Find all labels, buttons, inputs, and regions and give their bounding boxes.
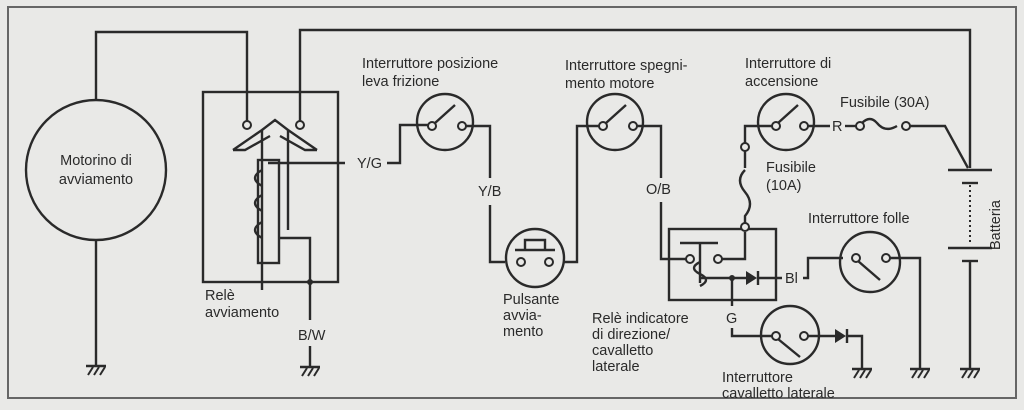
wire-label-bl: Bl [785,271,798,287]
wire-label-yb: Y/B [478,184,501,200]
neutral-switch: Interruttore folle [808,211,910,294]
starter-button-label: avvia- [503,308,542,324]
ground-icon [850,367,874,380]
wire [298,28,972,168]
starter-motor: Motorino di avviamento [24,98,168,242]
clutch-switch-label: leva frizione [362,74,439,90]
wire-label-g: G [726,311,737,327]
starter-button-label: mento [503,324,543,340]
clutch-switch-label: Interruttore posizione [362,56,498,72]
neutral-switch-label: Interruttore folle [808,211,910,227]
turn-relay-label: di direzione/ [592,327,671,343]
battery-label: Batteria [988,199,1004,250]
ignition-switch: Interruttore di accensione [745,56,831,152]
engine-kill-switch: Interruttore spegni- mento motore [565,58,688,152]
fuse-10a-label: (10A) [766,178,801,194]
fuse-30a: Fusibile (30A) [840,95,929,131]
ignition-switch-label: accensione [745,74,818,90]
starter-relay-label: Relè [205,288,235,304]
wire-label-ob: O/B [646,182,671,198]
clutch-switch: Interruttore posizione leva frizione [362,56,498,152]
turn-relay-label: Relè indicatore [592,311,689,327]
wire-label-bw: B/W [298,328,326,344]
starter-button-label: Pulsante [503,292,559,308]
battery: Batteria [948,168,1004,263]
ground-icon [298,365,322,378]
sidestand-switch-label: cavalletto laterale [722,386,835,402]
ground-icon [958,367,982,380]
wire [94,30,249,122]
fuse-10a: Fusibile (10A) [738,142,816,232]
ground-icon [908,367,932,380]
starter-motor-label: avviamento [59,172,133,188]
kill-switch-label: mento motore [565,76,654,92]
fuse-30a-label: Fusibile (30A) [840,95,929,111]
starter-relay-label: avviamento [205,305,279,321]
sidestand-switch: Interruttore cavalletto laterale [722,304,835,402]
frame-border [7,6,1017,399]
sidestand-switch-label: Interruttore [722,370,793,386]
fuse-10a-label: Fusibile [766,160,816,176]
ignition-switch-label: Interruttore di [745,56,831,72]
wire-label-r: R [832,119,842,135]
turn-signal-sidestand-relay: Relè indicatore di direzione/ cavalletto… [592,227,782,375]
kill-switch-label: Interruttore spegni- [565,58,688,74]
turn-relay-label: cavalletto [592,343,653,359]
turn-relay-label: laterale [592,359,640,375]
diode-icon [835,329,846,343]
wire-label-yg: Y/G [357,156,382,172]
ground-icon [84,364,108,377]
starter-motor-label: Motorino di [60,153,132,169]
starter-button: Pulsante avvia- mento [503,227,566,340]
starter-relay: Relè avviamento [201,90,340,321]
